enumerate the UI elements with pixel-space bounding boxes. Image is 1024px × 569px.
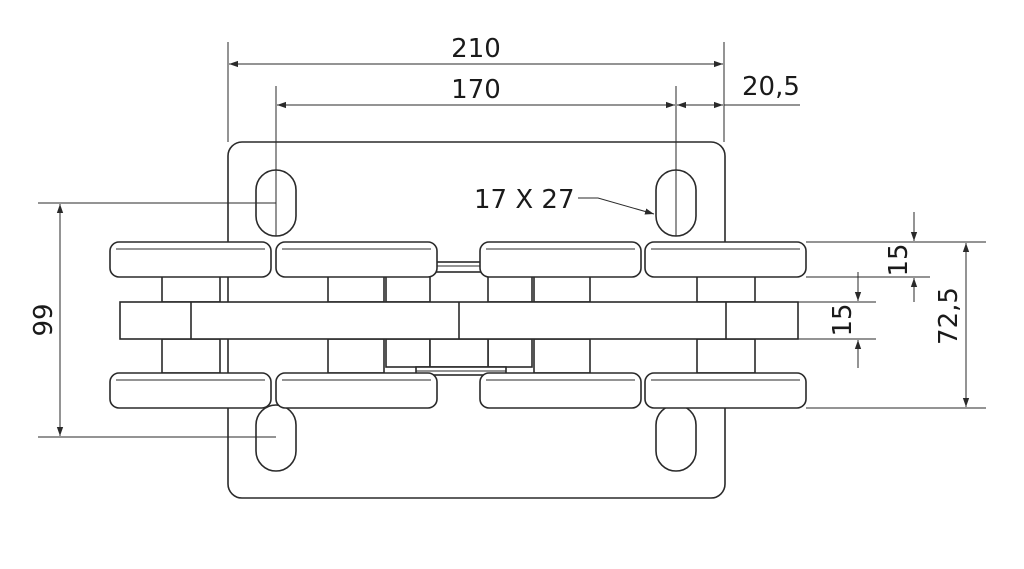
dimension-overall-height: 72,5 — [806, 241, 986, 409]
hole-spacing-label: 170 — [451, 75, 501, 105]
slot-bottom-left — [255, 404, 297, 472]
slot-size-label: 17 X 27 — [474, 185, 575, 215]
dimension-bar-height: 15 — [798, 272, 876, 368]
edge-offset-label: 20,5 — [742, 72, 800, 102]
bar-height-label: 15 — [828, 303, 858, 336]
lower-rollers — [109, 372, 807, 409]
dimension-hole-spacing: 170 — [275, 75, 677, 236]
callout-slot-size: 17 X 27 — [474, 185, 655, 215]
upper-axle-blocks — [161, 275, 756, 303]
slot-bottom-right — [655, 404, 697, 472]
center-bar — [119, 301, 799, 340]
overall-height-label: 72,5 — [934, 287, 964, 345]
dimension-edge-offset: 20,5 — [677, 72, 800, 109]
dimension-overall-width: 210 — [227, 34, 725, 142]
roller-height-label: 15 — [884, 243, 914, 276]
overall-width-label: 210 — [451, 34, 501, 64]
dimension-plate-height: 99 — [29, 202, 276, 438]
plate-height-label: 99 — [29, 303, 59, 336]
upper-rollers — [109, 241, 807, 278]
dimension-roller-height: 15 — [806, 212, 930, 302]
